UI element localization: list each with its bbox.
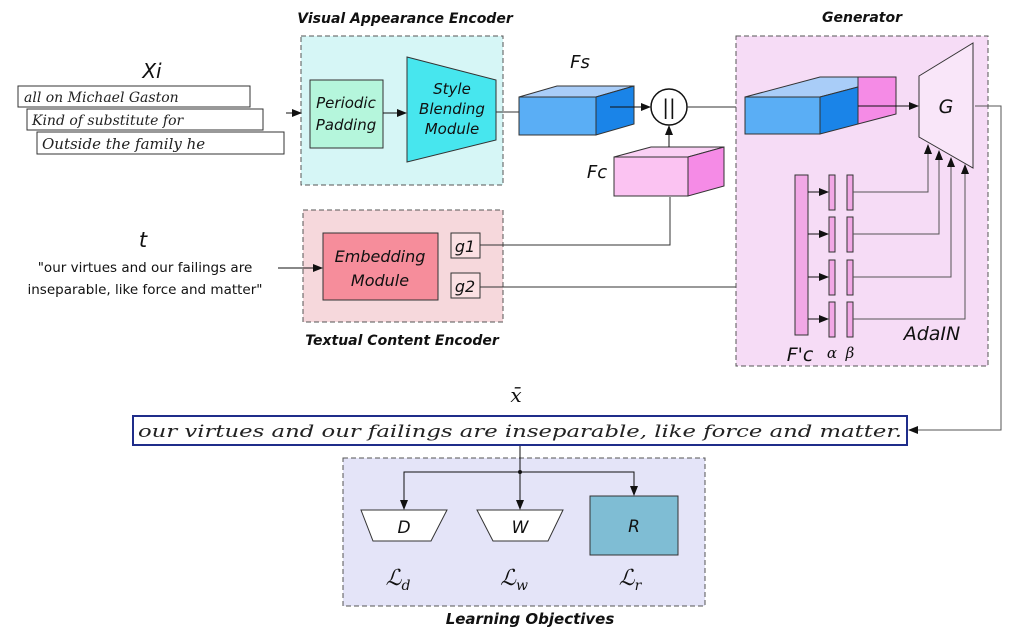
textual-encoder-title: Textual Content Encoder: [305, 333, 500, 349]
fs-feature-cube: Fs: [496, 52, 651, 136]
style-blending-module: [406, 56, 497, 163]
learning-title: Learning Objectives: [446, 610, 615, 628]
loss-w: ℒw: [500, 566, 528, 594]
loss-r: ℒr: [619, 566, 643, 594]
w-label: W: [512, 518, 530, 538]
generated-text: our virtues and our failings are insepar…: [138, 422, 902, 442]
generator: Generator G AdaIN F'c α β: [735, 10, 989, 367]
fs-label: Fs: [570, 52, 590, 73]
g1-box: [450, 232, 481, 259]
sample-1: all on Michael Gaston: [24, 90, 179, 106]
fpc-bar: [794, 174, 809, 336]
periodic-padding-box: [309, 79, 384, 149]
generator-g: [918, 42, 974, 169]
t-label: t: [139, 228, 148, 252]
adain-label: AdaIN: [902, 323, 961, 345]
fc-label: Fc: [587, 162, 607, 183]
recognizer-r: [589, 495, 679, 556]
xi-label: Xi: [141, 59, 162, 83]
alpha-label: α: [827, 344, 837, 362]
g-label: G: [939, 96, 954, 118]
g2-label: g2: [455, 277, 475, 296]
learning-objectives: D W R ℒd ℒw ℒr Learning Objectives: [342, 446, 706, 628]
g1-label: g1: [455, 237, 475, 256]
g2-box: [450, 272, 481, 299]
x-bar-label: x̄: [510, 383, 521, 407]
generated-output: [132, 415, 908, 446]
text-line-1: "our virtues and our failings are: [38, 260, 253, 276]
visual-encoder-title: Visual Appearance Encoder: [297, 11, 514, 27]
d-label: D: [397, 518, 410, 538]
loss-d: ℒd: [386, 566, 411, 594]
combined-feature-cube: [744, 96, 821, 135]
fc-feature-cube: Fc: [587, 125, 725, 197]
text-line-2: inseparable, like force and matter": [27, 282, 262, 298]
beta-label: β: [845, 344, 855, 362]
concat-symbol: ||: [662, 95, 675, 119]
generator-title: Generator: [822, 10, 903, 26]
fpc-label: F'c: [787, 344, 814, 366]
writer-classifier-w: [476, 509, 564, 542]
style-samples: Xi all on Michael Gaston Kind of substit…: [17, 59, 302, 155]
sample-2: Kind of substitute for: [31, 113, 184, 129]
embedding-module: [322, 232, 439, 301]
r-label: R: [628, 517, 640, 537]
discriminator-d: [360, 509, 448, 542]
adain-params: [808, 144, 969, 338]
sample-3: Outside the family he: [42, 135, 205, 153]
